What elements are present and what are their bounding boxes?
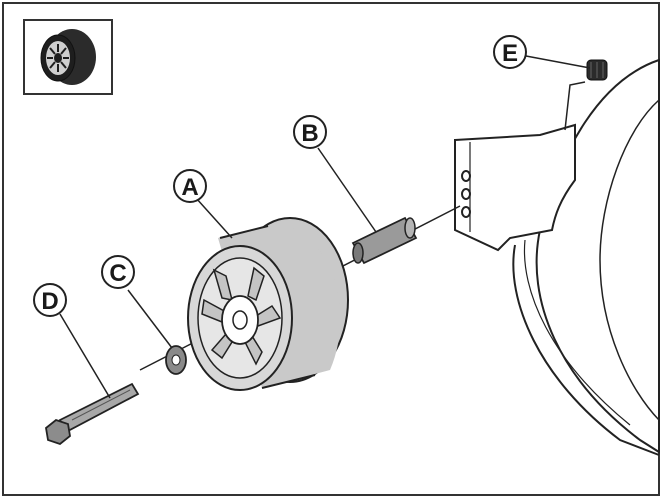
spacer-sleeve-b xyxy=(351,216,418,265)
callout-a: A xyxy=(173,169,207,203)
svg-text:D: D xyxy=(41,288,58,315)
svg-text:C: C xyxy=(109,260,126,287)
callout-e: E xyxy=(493,35,527,69)
svg-text:A: A xyxy=(181,174,198,201)
callout-b: B xyxy=(293,115,327,149)
callout-d: D xyxy=(33,283,67,317)
leader-lines xyxy=(59,55,591,399)
nut-e xyxy=(586,59,608,81)
svg-text:E: E xyxy=(502,40,518,67)
callout-c: C xyxy=(101,255,135,289)
wheel-icon xyxy=(23,19,113,95)
washer-c xyxy=(165,345,187,375)
mower-body xyxy=(454,58,660,456)
wheel-a xyxy=(187,217,349,391)
svg-text:B: B xyxy=(301,120,318,147)
